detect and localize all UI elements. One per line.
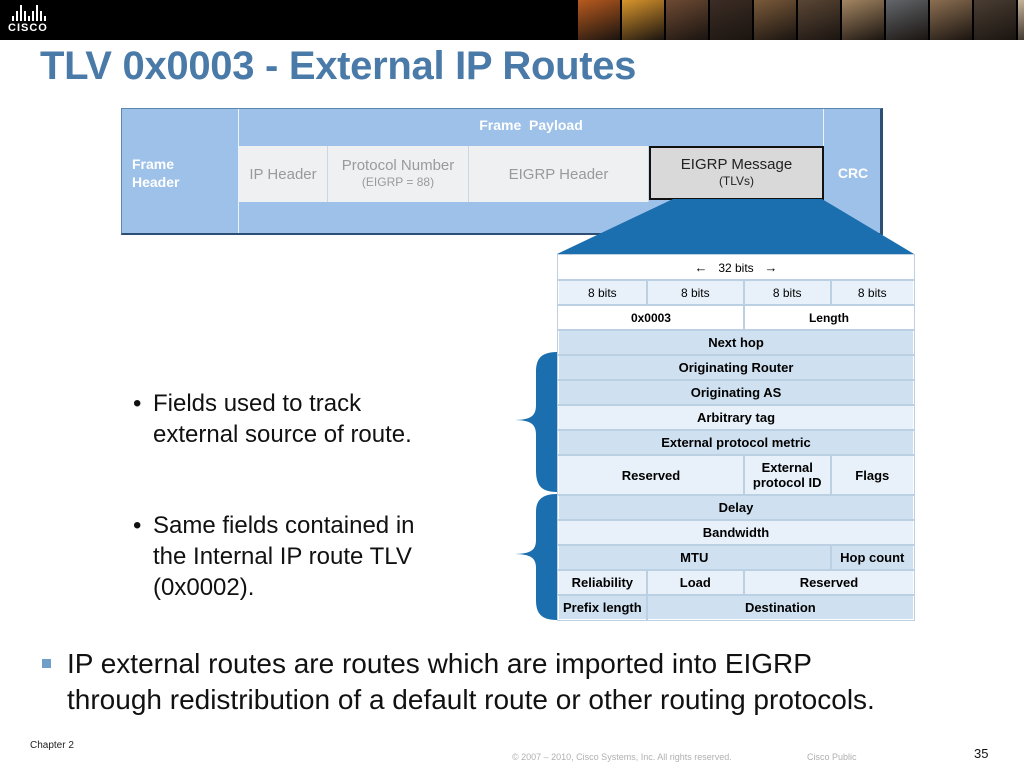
flags-field: Flags: [829, 454, 916, 496]
eigrp-message-cell: EIGRP Message (TLVs): [649, 146, 824, 200]
external-protocol-id-field: External protocol ID: [742, 454, 832, 496]
banner-photo: [886, 0, 928, 40]
octet-cell: 8 bits: [742, 279, 832, 306]
top-banner: CISCO: [0, 0, 1024, 40]
slide-title: TLV 0x0003 - External IP Routes: [40, 44, 637, 88]
hop-count-field: Hop count: [829, 544, 916, 571]
banner-photo: [578, 0, 620, 40]
eigrp-header-cell: EIGRP Header: [469, 146, 649, 202]
reliability-field: Reliability: [557, 569, 648, 596]
banner-photo: [842, 0, 884, 40]
cisco-logo: CISCO: [8, 5, 60, 35]
octet-cell: 8 bits: [645, 279, 745, 306]
frame-header-label: Frame Header: [132, 156, 180, 190]
load-field: Load: [645, 569, 745, 596]
banner-photo: [666, 0, 708, 40]
tlv-table: ← 32 bits → 8 bits 8 bits 8 bits 8 bits …: [557, 254, 916, 621]
prefix-length-field: Prefix length: [557, 594, 648, 621]
left-arrow-icon: ←: [694, 260, 708, 275]
square-bullet-icon: [42, 659, 51, 668]
ip-header-cell: IP Header: [239, 146, 328, 202]
originating-as-field: Originating AS: [557, 379, 915, 406]
page-number: 35: [974, 746, 989, 761]
footer-chapter: Chapter 2: [30, 740, 74, 751]
footer-classification: Cisco Public: [807, 752, 857, 762]
sub-bullet-external-source: • Fields used to track external source o…: [133, 390, 412, 448]
brace-bottom-icon: [512, 494, 557, 620]
cisco-wordmark: CISCO: [8, 22, 48, 34]
octet-cell: 8 bits: [557, 279, 648, 306]
banner-photo: [622, 0, 664, 40]
bandwidth-field: Bandwidth: [557, 519, 915, 546]
cisco-bars-icon: [12, 5, 60, 21]
banner-photo: [754, 0, 796, 40]
frame-diagram: Frame Header Frame Payload CRC IP Header…: [121, 108, 883, 235]
delay-field: Delay: [557, 494, 915, 521]
footer-copyright: © 2007 – 2010, Cisco Systems, Inc. All r…: [512, 752, 732, 762]
sub-bullet-same-fields: • Same fields contained in the Internal …: [133, 512, 415, 601]
frame-payload-label: Frame Payload: [479, 117, 583, 133]
right-arrow-icon: →: [764, 260, 778, 275]
octet-cell: 8 bits: [829, 279, 916, 306]
banner-photo: [798, 0, 840, 40]
banner-photo: [930, 0, 972, 40]
banner-photo: [1018, 0, 1024, 40]
arbitrary-tag-field: Arbitrary tag: [557, 404, 915, 431]
brace-top-icon: [512, 352, 557, 492]
banner-photo: [974, 0, 1016, 40]
main-bullet: IP external routes are routes which are …: [42, 646, 1002, 718]
reserved-field: Reserved: [557, 454, 745, 496]
next-hop-field: Next hop: [557, 329, 915, 356]
originating-router-field: Originating Router: [557, 354, 915, 381]
mtu-field: MTU: [557, 544, 832, 571]
destination-field: Destination: [645, 594, 916, 621]
crc-label: CRC: [837, 165, 869, 181]
external-protocol-metric-field: External protocol metric: [557, 429, 915, 456]
reserved-field: Reserved: [742, 569, 916, 596]
banner-photo: [710, 0, 752, 40]
protocol-number-cell: Protocol Number (EIGRP = 88): [328, 146, 469, 202]
photo-strip: [578, 0, 1024, 40]
type-field: 0x0003: [557, 304, 745, 331]
width-indicator: ← 32 bits →: [557, 254, 915, 281]
length-field: Length: [742, 304, 916, 331]
